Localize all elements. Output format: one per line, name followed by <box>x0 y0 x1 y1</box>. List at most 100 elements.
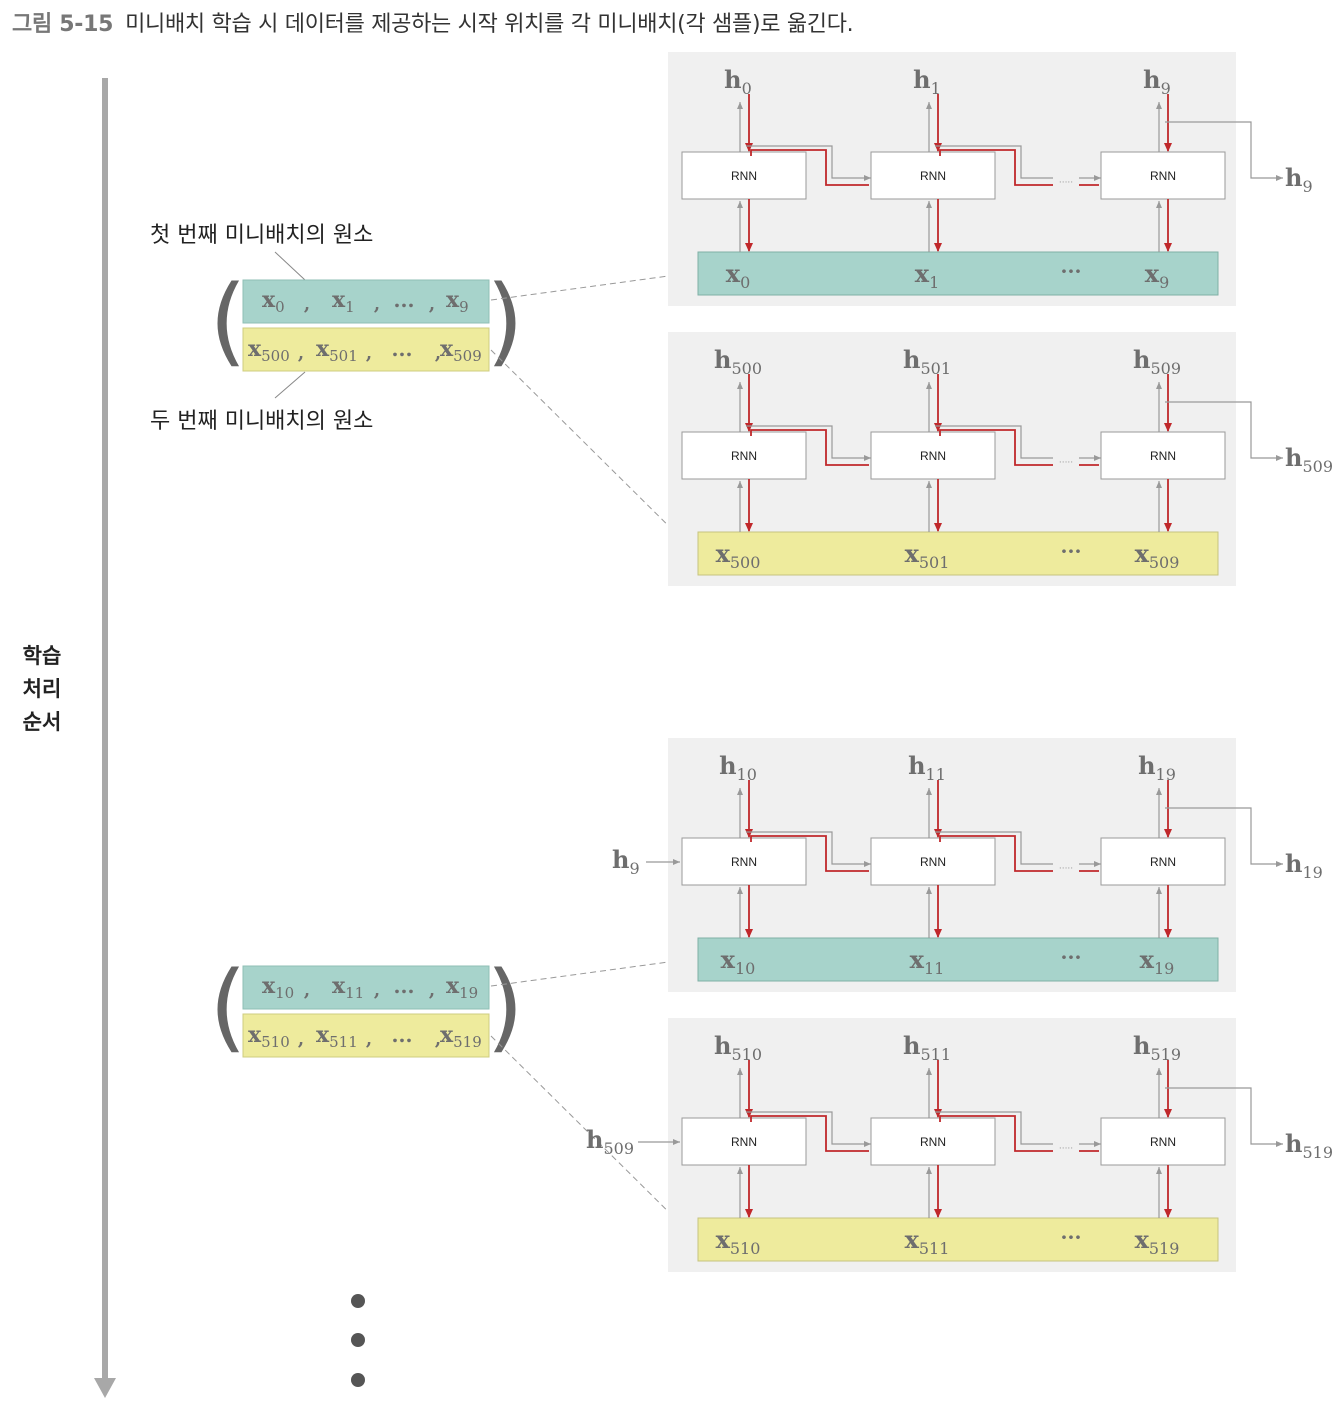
rnn-box-label: RNN <box>920 855 946 869</box>
process-order-axis-arrowhead <box>94 1378 116 1398</box>
backprop-state-arrow <box>750 835 869 872</box>
continuation-dot <box>351 1373 365 1387</box>
gap-dots: ····· <box>1059 178 1073 188</box>
open-paren: ( <box>209 265 246 377</box>
rnn-box <box>870 837 996 886</box>
rnn-box-label: RNN <box>731 1135 757 1149</box>
comma: , <box>374 294 380 315</box>
outgoing-state-label: h9 <box>1285 163 1313 196</box>
incoming-state-label: h9 <box>612 845 640 878</box>
annotation-second-batch: 두 번째 미니배치의 원소 <box>150 409 373 434</box>
input-label: x519 <box>1135 1225 1180 1258</box>
batch1-connector <box>490 271 699 301</box>
batch1-connector <box>490 957 699 987</box>
batch1-ellipsis: ... <box>394 974 415 998</box>
outgoing-state-arrow <box>1165 401 1283 461</box>
input-label: x11 <box>910 945 945 978</box>
batch1-element-label: x10 <box>262 973 294 1002</box>
hidden-state-label: h510 <box>714 1031 762 1064</box>
hidden-state-label: h511 <box>903 1031 951 1064</box>
batch1-element-label: x9 <box>446 287 469 316</box>
comma: , <box>298 1029 304 1050</box>
rnn-box-label: RNN <box>920 449 946 463</box>
batch2-element-label: x510 <box>248 1022 290 1051</box>
comma: , <box>429 294 435 315</box>
comma: , <box>429 980 435 1001</box>
comma: , <box>366 343 372 364</box>
comma: , <box>374 980 380 1001</box>
backprop-state-arrow <box>939 149 1099 186</box>
diagram-content: () x0 x1... x9,,, x500 x501... x509,,, RNN RNN RN… <box>209 52 1333 1272</box>
axis-label-line-3: 순서 <box>23 710 62 734</box>
batch2-ellipsis: ... <box>392 1023 413 1047</box>
continuation-dot <box>351 1294 365 1308</box>
input-bar <box>697 531 1219 576</box>
figure-caption-text: 미니배치 학습 시 데이터를 제공하는 시작 위치를 각 미니배치(각 샘플)로… <box>125 12 854 37</box>
rnn-box-label: RNN <box>1150 855 1176 869</box>
hidden-state-label: h500 <box>714 345 762 378</box>
input-label: x10 <box>721 945 756 978</box>
backprop-state-arrow <box>750 429 869 466</box>
rnn-box <box>681 1117 807 1166</box>
rnn-box-label: RNN <box>1150 169 1176 183</box>
batch2-connector <box>490 1035 698 1241</box>
batch2-element-label: x511 <box>316 1022 358 1051</box>
input-bar <box>697 937 1219 982</box>
hidden-state-label: h1 <box>913 65 941 98</box>
backprop-state-arrow <box>939 429 1099 466</box>
input-label: x500 <box>716 539 761 572</box>
input-ellipsis: ··· <box>1061 1225 1082 1249</box>
rnn-box-label: RNN <box>1150 449 1176 463</box>
rnn-box-label: RNN <box>731 855 757 869</box>
rnn-box-label: RNN <box>920 169 946 183</box>
hidden-state-label: h10 <box>719 751 757 784</box>
rnn-box-label: RNN <box>731 449 757 463</box>
annotation-first-batch: 첫 번째 미니배치의 원소 <box>150 223 373 248</box>
gap-mask <box>1053 860 1079 874</box>
gap-dots: ····· <box>1059 1144 1073 1154</box>
rnn-box <box>870 431 996 480</box>
input-bar <box>697 1217 1219 1262</box>
annotation-first-batch-leader <box>274 251 306 281</box>
batch2-element-label: x501 <box>316 336 358 365</box>
hidden-state-label: h501 <box>903 345 951 378</box>
close-paren: ) <box>486 265 523 377</box>
rnn-box-label: RNN <box>1150 1135 1176 1149</box>
batch2-connector <box>490 349 698 555</box>
axis-label-line-1: 학습 <box>23 644 62 668</box>
rnn-box <box>681 151 807 200</box>
backprop-state-arrow <box>939 1115 1099 1152</box>
rnn-box <box>1100 151 1226 200</box>
forward-state-arrow <box>746 145 871 181</box>
input-label: x9 <box>1145 259 1170 292</box>
comma: , <box>304 294 310 315</box>
forward-state-arrow <box>746 425 871 461</box>
input-label: x0 <box>726 259 751 292</box>
input-label: x509 <box>1135 539 1180 572</box>
batch2-element-label: x519 <box>440 1022 482 1051</box>
outgoing-state-arrow <box>1165 1087 1283 1147</box>
comma: , <box>435 1029 441 1050</box>
rnn-box <box>870 151 996 200</box>
input-ellipsis: ··· <box>1061 259 1082 283</box>
batch1-ellipsis: ... <box>394 288 415 312</box>
input-label: x1 <box>915 259 940 292</box>
input-label: x501 <box>905 539 950 572</box>
hidden-state-label: h0 <box>724 65 752 98</box>
batch2-row <box>242 1013 490 1058</box>
figure-number: 그림 5-15 <box>12 12 114 37</box>
input-bar <box>697 251 1219 296</box>
gap-dots: ····· <box>1059 458 1073 468</box>
close-paren: ) <box>486 951 523 1063</box>
hidden-state-label: h519 <box>1133 1031 1181 1064</box>
rnn-box <box>1100 1117 1226 1166</box>
input-label: x19 <box>1140 945 1175 978</box>
outgoing-state-arrow <box>1165 807 1283 867</box>
input-ellipsis: ··· <box>1061 945 1082 969</box>
annotation-second-batch-leader <box>274 371 306 399</box>
outgoing-state-arrow <box>1165 121 1283 181</box>
